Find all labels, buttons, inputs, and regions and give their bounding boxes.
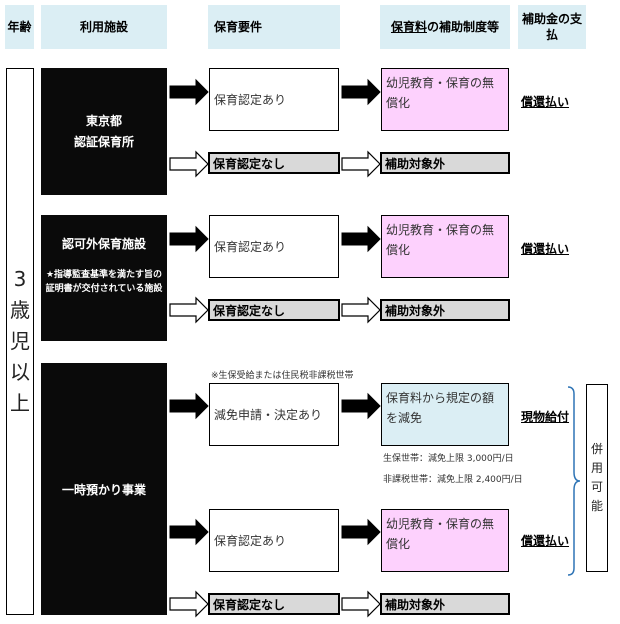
header-system-rest: の補助制度等	[427, 19, 500, 34]
solid-arrow-icon	[341, 392, 381, 420]
age-char: 歳	[10, 298, 30, 322]
combo-char: 用	[590, 460, 603, 475]
hollow-arrow-icon	[341, 296, 381, 324]
combo-char: 併	[590, 441, 603, 456]
solid-arrow-icon	[341, 518, 381, 546]
subsidy-box: 幼児教育・保育の無償化	[381, 509, 509, 572]
not-eligible-box: 補助対象外	[380, 593, 510, 615]
facility-tokyo-certified: 東京都 認証保育所	[41, 68, 167, 195]
header-payment: 補助金の支払	[518, 5, 586, 49]
cert-yes-box: 保育認定あり	[209, 215, 339, 278]
reduction-request-box: 減免申請・決定あり	[209, 383, 339, 446]
hollow-arrow-icon	[169, 590, 209, 618]
solid-arrow-icon	[169, 518, 209, 546]
age-label: 3 歳 児 以 上	[6, 68, 34, 615]
age-char: 以	[10, 360, 30, 384]
cert-no-box: 保育認定なし	[208, 299, 340, 321]
combination-bracket	[567, 386, 581, 576]
hollow-arrow-icon	[341, 150, 381, 178]
header-subsidy-system: 保育料の補助制度等	[380, 5, 510, 49]
not-eligible-box: 補助対象外	[380, 299, 510, 321]
facility-unlicensed-note: ★指導監査基準を満たす旨の証明書が交付されている施設	[45, 270, 163, 295]
payment-reimbursement: 償還払い	[521, 242, 570, 256]
fee-reduction-box: 保育料から規定の額を減免	[381, 383, 509, 446]
header-fee-word: 保育料	[390, 19, 427, 34]
solid-arrow-icon	[341, 78, 381, 106]
cert-yes-box: 保育認定あり	[209, 509, 339, 572]
cert-no-box: 保育認定なし	[208, 152, 340, 174]
facility-temporary-care: 一時預かり事業	[41, 363, 167, 615]
limit-tax-exempt-household: 非課税世帯：減免上限 2,400円/日	[383, 475, 523, 485]
payment-reimbursement: 償還払い	[521, 534, 570, 548]
age-char: 上	[10, 391, 30, 415]
header-facility: 利用施設	[41, 5, 167, 49]
welfare-note: ※生保受給または住民税非課税世帯	[211, 371, 354, 381]
hollow-arrow-icon	[341, 590, 381, 618]
facility-unlicensed-title: 認可外保育施設	[61, 237, 146, 251]
solid-arrow-icon	[169, 392, 209, 420]
limit-welfare-household: 生保世帯：減免上限 3,000円/日	[383, 454, 514, 464]
hollow-arrow-icon	[169, 150, 209, 178]
payment-reimbursement: 償還払い	[521, 95, 570, 109]
facility-unlicensed: 認可外保育施設 ★指導監査基準を満たす旨の証明書が交付されている施設	[41, 215, 167, 341]
not-eligible-box: 補助対象外	[380, 152, 510, 174]
cert-yes-box: 保育認定あり	[209, 68, 339, 131]
header-age: 年齢	[5, 5, 34, 49]
combo-char: 可	[590, 480, 603, 494]
subsidy-box: 幼児教育・保育の無償化	[381, 215, 509, 278]
payment-in-kind: 現物給付	[521, 410, 570, 424]
header-requirement: 保育要件	[208, 5, 340, 49]
solid-arrow-icon	[341, 225, 381, 253]
subsidy-box: 幼児教育・保育の無償化	[381, 68, 509, 131]
solid-arrow-icon	[169, 225, 209, 253]
age-char: 3	[13, 267, 27, 291]
combo-char: 能	[590, 499, 603, 514]
combined-use-box: 併 用 可 能	[586, 384, 608, 572]
solid-arrow-icon	[169, 78, 209, 106]
cert-no-box: 保育認定なし	[208, 593, 340, 615]
hollow-arrow-icon	[169, 296, 209, 324]
age-char: 児	[10, 329, 30, 353]
